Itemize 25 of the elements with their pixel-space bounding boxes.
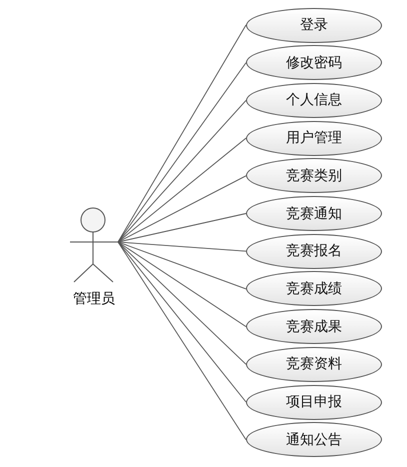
association-line (118, 242, 246, 252)
use-case-label: 竞赛成绩 (286, 280, 342, 298)
association-line (118, 213, 246, 242)
use-case-label: 项目申报 (286, 393, 342, 411)
use-case-label: 个人信息 (286, 91, 342, 110)
use-case-label: 竞赛类别 (286, 166, 342, 185)
use-case-label: 竞赛报名 (286, 242, 342, 260)
association-line (118, 242, 246, 290)
association-line (118, 242, 246, 402)
use-case-label: 修改密码 (286, 54, 342, 72)
association-line (118, 242, 246, 365)
association-line (118, 100, 246, 242)
association-line (118, 138, 246, 242)
use-case-label: 用户管理 (286, 129, 342, 148)
use-case-label: 登录 (300, 16, 328, 34)
association-line (118, 24, 246, 242)
use-case-label: 通知公告 (286, 430, 342, 449)
use-case-label: 竞赛成果 (286, 318, 342, 336)
association-line (118, 175, 246, 242)
actor-label: 管理员 (72, 290, 116, 308)
use-case-label: 竞赛资料 (286, 355, 342, 374)
association-line (118, 242, 246, 328)
use-case-label: 竞赛通知 (286, 204, 342, 222)
association-line (118, 242, 246, 440)
association-line (118, 62, 246, 242)
